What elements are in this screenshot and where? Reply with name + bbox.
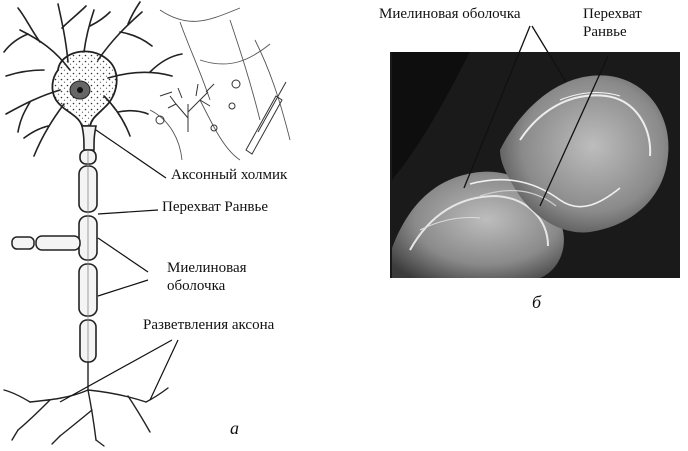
label-myelin-line1: Миелиновая — [167, 260, 247, 276]
label-myelin-line2: оболочка — [167, 278, 226, 294]
leader-lines-right — [463, 25, 609, 207]
label-node-ranvier-left: Перехват Ранвье — [162, 199, 269, 215]
dendrite-network — [149, 7, 291, 161]
label-node-line1-right: Перехват — [583, 6, 642, 22]
axon-collateral — [11, 235, 81, 251]
label-myelin-sheath-right: Миелиновая оболочка — [379, 6, 521, 22]
micrograph — [390, 52, 680, 278]
branch-sketch — [155, 79, 287, 155]
label-axon-branches: Разветвления аксона — [143, 317, 275, 333]
panel-letter-a: а — [230, 418, 239, 438]
panel-letter-b: б — [532, 292, 542, 312]
axon-terminals — [3, 361, 169, 447]
leader-lines-left — [59, 129, 179, 403]
label-axon-hillock: Аксонный холмик — [171, 167, 288, 183]
axon-hillock — [81, 125, 97, 151]
label-node-line2-right: Ранвье — [583, 24, 627, 40]
nucleolus — [77, 87, 83, 93]
